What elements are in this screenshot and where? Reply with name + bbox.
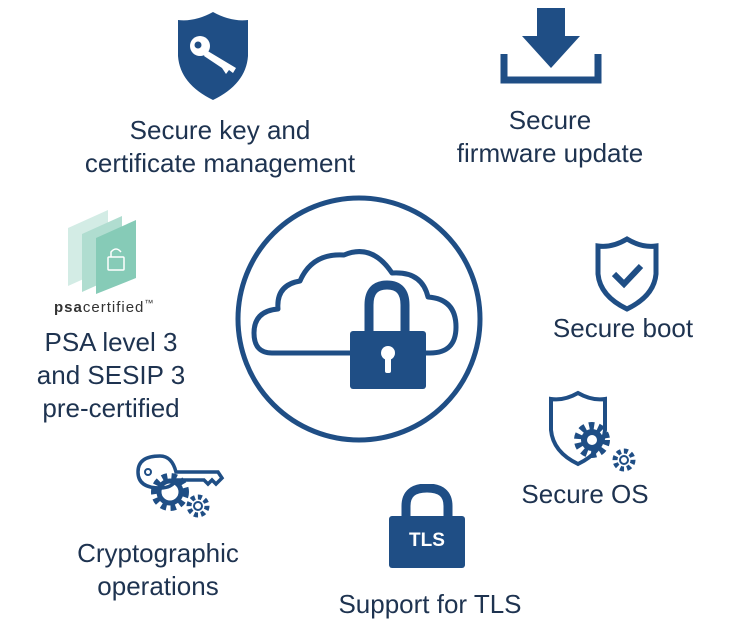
- psa-certified-wordmark: psacertified™: [54, 298, 154, 316]
- cloud-lock-icon: [235, 195, 483, 443]
- key-management-line1: Secure key and: [129, 115, 311, 145]
- psa-trademark: ™: [144, 298, 155, 308]
- firmware-line1: Secure: [508, 105, 592, 135]
- tls-badge: TLS: [409, 530, 445, 551]
- key-management-label: Secure key and certificate management: [40, 114, 400, 180]
- firmware-label: Secure firmware update: [430, 104, 670, 170]
- psa-line1: PSA level 3: [44, 327, 178, 357]
- psa-line2: and SESIP 3: [36, 360, 186, 390]
- secure-boot-label: Secure boot: [552, 313, 694, 343]
- shield-check-icon: [595, 236, 659, 312]
- psa-certified-logo: [68, 210, 136, 294]
- crypto-label: Cryptographic operations: [40, 537, 276, 603]
- download-icon: [500, 8, 602, 84]
- shield-gear-icon: [549, 390, 636, 472]
- firmware-line2: firmware update: [456, 138, 644, 168]
- padlock-icon: [389, 484, 465, 568]
- secure-os-label: Secure OS: [521, 479, 649, 509]
- key-management-line2: certificate management: [84, 148, 356, 178]
- crypto-line1: Cryptographic: [77, 538, 239, 568]
- psa-label: PSA level 3 and SESIP 3 pre-certified: [16, 326, 206, 425]
- psa-wordmark-bold: psa: [54, 299, 83, 316]
- key-gear-icon: [136, 454, 225, 518]
- crypto-line2: operations: [97, 571, 219, 601]
- tls-label: Support for TLS: [338, 589, 522, 619]
- psa-wordmark-rest: certified: [82, 299, 145, 316]
- shield-key-icon: [178, 12, 248, 100]
- psa-line3: pre-certified: [42, 393, 180, 423]
